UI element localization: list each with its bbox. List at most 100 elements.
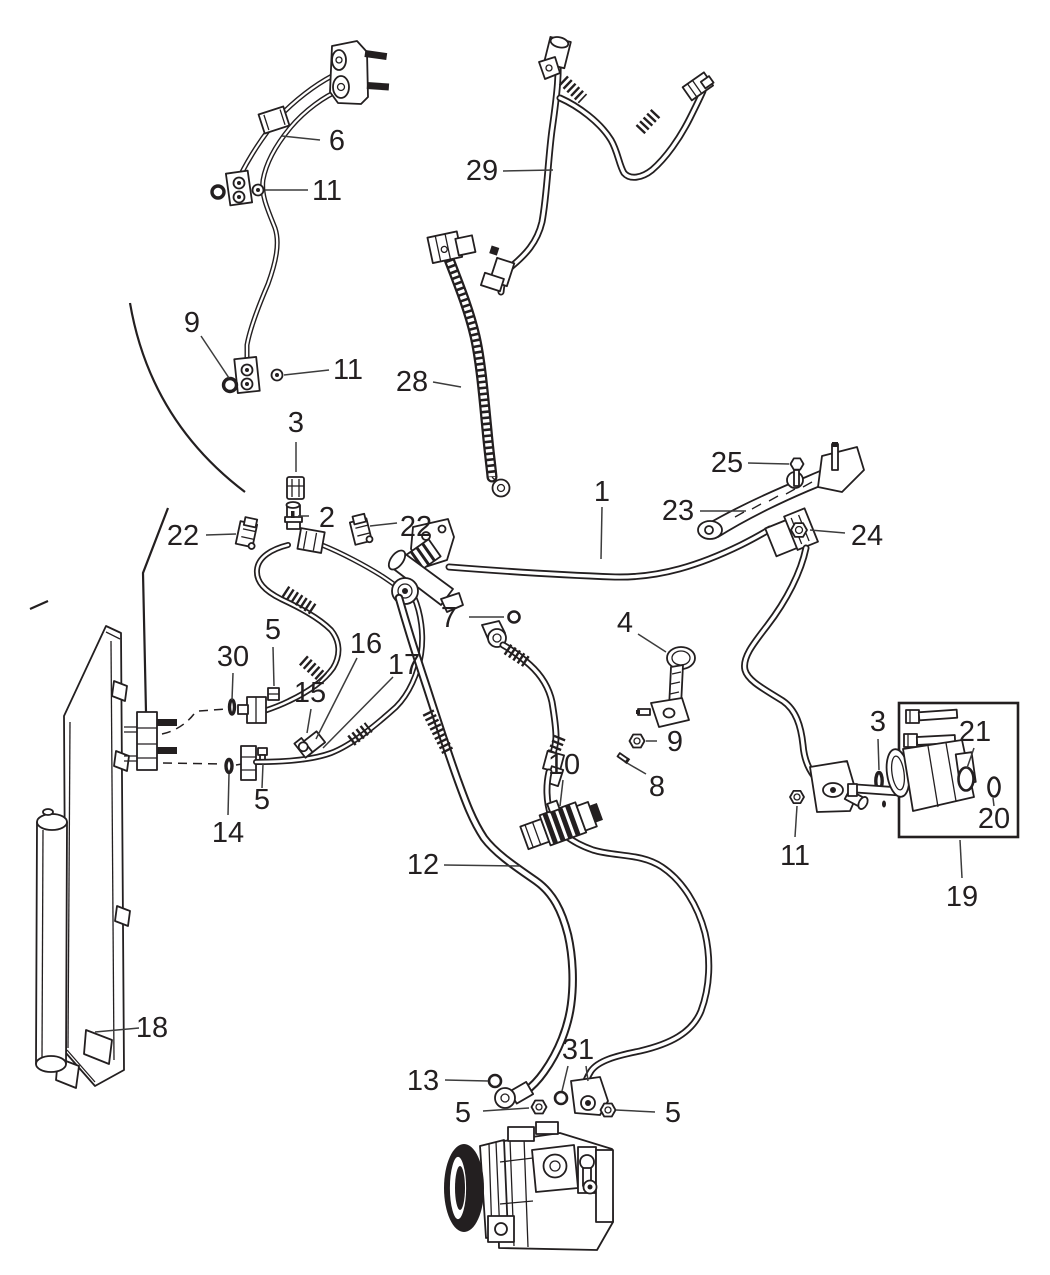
nut-9 — [628, 733, 646, 749]
callout-23: 23 — [662, 495, 694, 527]
callout-5: 5 — [254, 784, 270, 816]
leader-line-1 — [600, 506, 603, 560]
leader-line-14 — [227, 773, 230, 816]
callout-8: 8 — [649, 771, 665, 803]
manifold-plate — [329, 40, 390, 105]
callout-11: 11 — [780, 840, 810, 872]
line-1-elbow — [809, 760, 869, 813]
callout-3: 3 — [288, 407, 304, 439]
oring-14 — [224, 757, 234, 775]
leader-line-17 — [322, 676, 394, 749]
callout-10: 10 — [548, 749, 580, 781]
leader-line-8 — [626, 762, 647, 775]
junction-muffler — [387, 518, 464, 613]
callout-3: 3 — [870, 706, 886, 738]
nut-11 — [789, 790, 805, 804]
callout-30: 30 — [217, 641, 249, 673]
body-outline — [29, 302, 246, 713]
leader-line-31 — [561, 1065, 569, 1092]
hose-28-top-connector — [426, 230, 477, 264]
callout-15: 15 — [294, 677, 326, 709]
callout-2: 2 — [319, 502, 335, 534]
tube-clamp — [257, 105, 291, 135]
leader-line-31 — [585, 1065, 589, 1082]
callout-4: 4 — [617, 607, 633, 639]
oring-20 — [987, 776, 1001, 798]
oring — [210, 184, 226, 200]
bolt-5 — [257, 747, 268, 756]
tube-assembly-6 — [210, 40, 390, 394]
callout-19: 19 — [946, 881, 978, 913]
callout-22: 22 — [400, 511, 432, 543]
grommet-4 — [636, 646, 696, 728]
nut-5 — [599, 1102, 617, 1118]
callout-6: 6 — [329, 125, 345, 157]
line-1-coupler — [764, 507, 819, 558]
leader-line-22 — [369, 522, 398, 527]
leader-line-22 — [205, 533, 237, 536]
valve-core-2 — [291, 511, 295, 518]
callout-5: 5 — [665, 1097, 681, 1129]
leader-line-18 — [94, 1027, 140, 1033]
callout-13: 13 — [407, 1065, 439, 1097]
leader-line-19 — [959, 839, 963, 879]
leader-line-13 — [444, 1079, 489, 1082]
leader-line-9 — [200, 335, 230, 379]
discharge-line-1 — [445, 507, 886, 813]
receiver-drier — [35, 808, 68, 1073]
nut-24 — [790, 522, 808, 538]
bolt-25-shaft — [793, 469, 800, 487]
hose-29-lower-fitting — [480, 245, 516, 293]
leader-line-29 — [502, 169, 554, 172]
clip-22-left — [234, 516, 259, 550]
leader-line-3 — [877, 738, 880, 771]
pressure-sensor-10 — [519, 799, 603, 851]
leader-line-5 — [615, 1109, 656, 1113]
leader-line-11 — [794, 805, 798, 838]
callout-22: 22 — [167, 520, 199, 552]
callout-5: 5 — [265, 614, 281, 646]
kit-bolt — [905, 708, 959, 724]
oring-31 — [553, 1090, 569, 1106]
callout-17: 17 — [388, 649, 420, 681]
leader-line-5 — [482, 1107, 530, 1112]
callout-25: 25 — [711, 447, 743, 479]
leader-line-28 — [432, 381, 462, 388]
callout-24: 24 — [851, 520, 883, 552]
leader-line-10 — [559, 779, 564, 807]
leader-line-30 — [231, 672, 234, 701]
bracket-23 — [697, 442, 865, 540]
callout-9: 9 — [184, 307, 200, 339]
oring-7 — [507, 610, 521, 624]
oring-21 — [957, 766, 975, 792]
leader-line-21 — [966, 747, 975, 769]
callout-29: 29 — [466, 155, 498, 187]
oring-9 — [221, 376, 239, 394]
callout-11: 11 — [312, 175, 342, 207]
oring-13 — [487, 1073, 503, 1089]
union-fitting-15 — [293, 730, 327, 759]
callout-20: 20 — [978, 803, 1010, 835]
leader-line-20 — [992, 797, 995, 807]
clip-22-right — [348, 512, 374, 546]
callout-11: 11 — [333, 354, 363, 386]
bolt-25-head — [789, 457, 805, 471]
callout-14: 14 — [212, 817, 244, 849]
leader-line-15 — [306, 708, 312, 734]
callout-7: 7 — [441, 602, 457, 634]
eyelet-12 — [494, 1087, 516, 1109]
leader-line-6 — [281, 135, 321, 141]
suction-line-12 — [394, 593, 577, 1115]
nut-5 — [530, 1099, 548, 1115]
callout-18: 18 — [136, 1012, 168, 1044]
leader-line-5 — [272, 646, 275, 687]
leader-line-5 — [261, 763, 264, 789]
callout-5: 5 — [455, 1097, 471, 1129]
condenser-fitting-block — [124, 711, 177, 771]
compressor — [444, 1121, 614, 1251]
leader-line-24 — [809, 529, 846, 534]
service-port-2-cluster — [284, 501, 404, 593]
fitting-block-upper — [224, 169, 254, 207]
callout-9: 9 — [667, 726, 683, 758]
callout-31: 31 — [562, 1034, 594, 1066]
